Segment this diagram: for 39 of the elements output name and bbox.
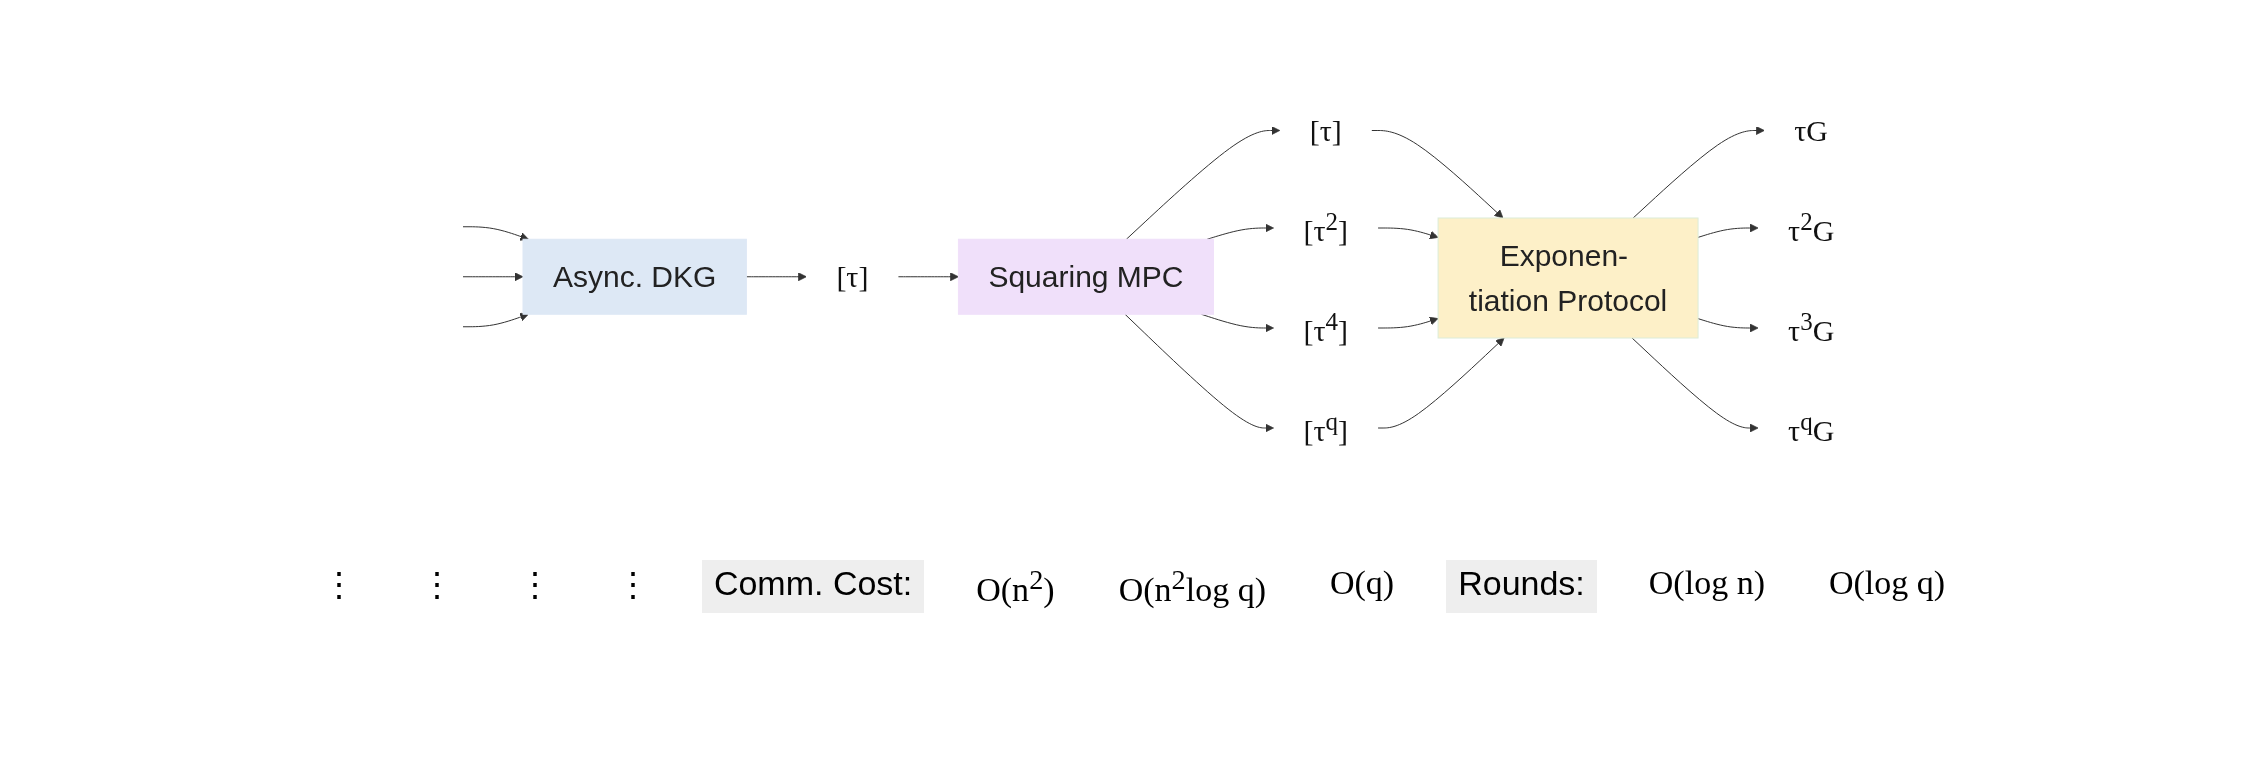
node-text: [τ$^{4}$] [1303,307,1348,347]
node-text: τG [1794,113,1828,147]
arrow [1377,337,1505,428]
arrow [1377,227,1439,239]
arrow [462,225,529,241]
node-text: τ$^{3}$G [1787,307,1835,347]
node-box: Exponen- tiation Protocol [1437,217,1699,338]
node-text: τ$^{q}$G [1787,407,1835,447]
node-text: [τ$^{q}$] [1303,407,1348,447]
node-text: [τ$^{2}$] [1303,207,1348,247]
ellipsis-mark: ⋮ [320,565,357,605]
arrow [462,312,529,327]
node-text: τ$^{2}$G [1787,207,1835,247]
node-box: Async. DKG [522,238,747,315]
ellipsis-mark: ⋮ [516,565,553,605]
row-heading: Comm. Cost: [701,560,925,614]
arrow [1631,337,1759,432]
arrow [1632,125,1765,218]
cost-formula: O(log q) [1827,563,1947,603]
cost-formula: O(n$^{2}$log q) [1117,563,1267,611]
arrow [1371,129,1504,218]
arrow [745,271,807,281]
arrow [1200,313,1274,332]
ellipsis-mark: ⋮ [614,565,651,605]
arrow [1697,223,1759,238]
arrow [1697,317,1759,332]
node-text: [τ] [836,259,869,293]
cost-formula: O(log n) [1647,563,1766,603]
node-box: Squaring MPC [957,238,1214,315]
arrow [1377,316,1439,328]
node-text: [τ] [1309,113,1342,147]
arrow [1124,313,1274,432]
cost-formula: O(q) [1328,563,1396,603]
arrow [462,271,524,281]
ellipsis-mark: ⋮ [418,565,455,605]
arrow [1125,125,1280,240]
row-heading: Rounds: [1446,560,1597,614]
arrow [897,271,959,281]
cost-formula: O(n$^{2}$) [975,563,1056,611]
